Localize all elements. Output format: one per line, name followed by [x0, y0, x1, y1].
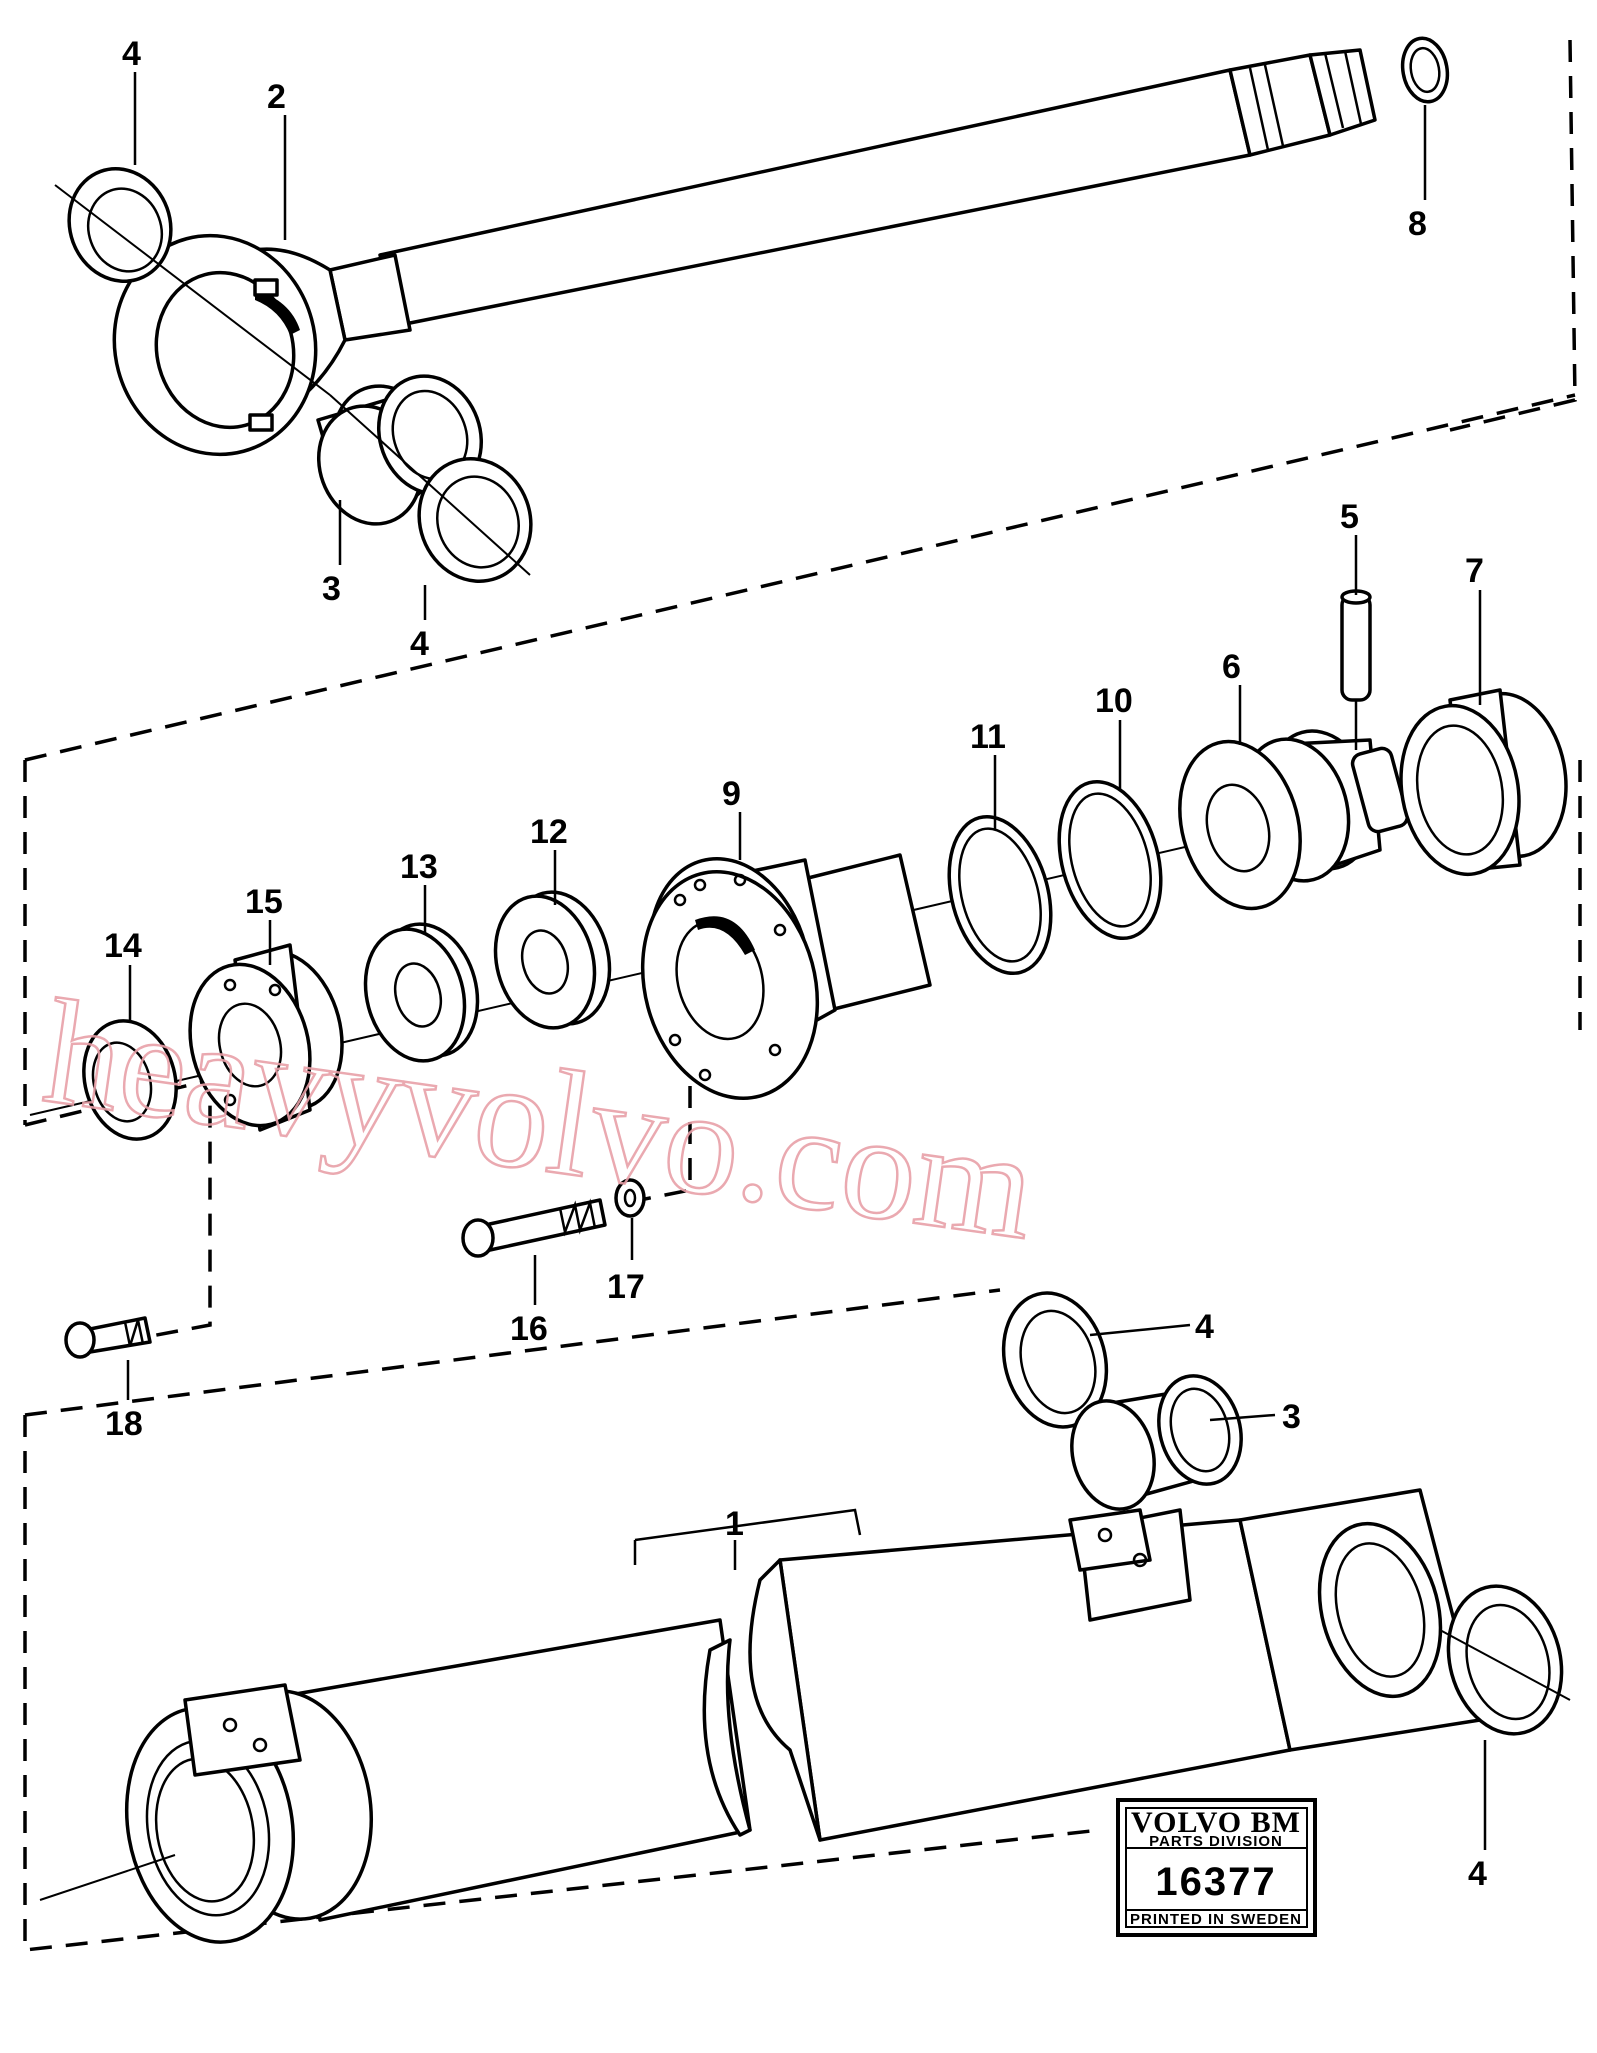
callout-11: 11: [970, 718, 1006, 756]
callout-14: 14: [104, 927, 142, 965]
parts-division-badge: VOLVO BM PARTS DIVISION 16377 PRINTED IN…: [1116, 1798, 1317, 1937]
seal-13: [363, 922, 480, 1063]
cylinder-head-15: [188, 943, 344, 1132]
callout-labels: 4 2 8 3 4 5 7 6 10 11 9 12 13 15 14 16 1…: [104, 35, 1487, 1893]
callout-17: 17: [607, 1268, 645, 1306]
callout-9: 9: [722, 775, 741, 813]
callout-3-bottom: 3: [1282, 1398, 1301, 1436]
callout-4-top-left: 4: [122, 35, 141, 73]
seal-12: [493, 890, 612, 1030]
piston-6: [1178, 729, 1410, 911]
cylinder-head-9: [640, 853, 932, 1100]
washer-17: [614, 1178, 646, 1218]
callout-7: 7: [1465, 552, 1484, 590]
callout-13: 13: [400, 848, 438, 886]
callout-1: 1: [725, 1505, 744, 1543]
callout-8: 8: [1408, 205, 1427, 243]
callout-16: 16: [510, 1310, 548, 1348]
badge-printed: PRINTED IN SWEDEN: [1130, 1911, 1302, 1928]
dashed-group-borders: [23, 39, 1582, 1952]
callout-6: 6: [1222, 648, 1241, 686]
callout-4-bottom-right: 4: [1468, 1855, 1487, 1893]
callout-2: 2: [267, 78, 286, 116]
callout-3-top: 3: [322, 570, 341, 608]
callout-4-top-center: 4: [410, 625, 429, 663]
snap-ring-4-top-left: [54, 167, 331, 396]
callout-10: 10: [1095, 682, 1133, 720]
o-ring-10: [1057, 779, 1163, 941]
piston-rod-assembly: [112, 48, 1377, 457]
o-ring-8: [1400, 36, 1450, 104]
bushing-3-bottom: [1070, 1374, 1243, 1511]
cylinder-barrel-1: [39, 1488, 1482, 1944]
screw-16: [461, 1198, 607, 1258]
callout-15: 15: [245, 883, 283, 921]
backup-ring-11: [947, 814, 1053, 976]
screw-18: [64, 1316, 152, 1359]
pin-5: [1340, 589, 1372, 750]
snap-ring-4-top-center: [329, 394, 533, 583]
snap-ring-4-bottom-right: [1439, 1584, 1571, 1736]
callout-12: 12: [530, 813, 568, 851]
snap-ring-4-bottom-center: [1001, 1291, 1109, 1429]
scraper-ring-14: [82, 1019, 178, 1141]
leader-lines: [126, 72, 1487, 1850]
badge-division: PARTS DIVISION: [1149, 1833, 1283, 1850]
callout-5: 5: [1340, 498, 1359, 536]
callout-18: 18: [105, 1405, 143, 1443]
badge-brand: VOLVO BM: [1131, 1806, 1301, 1839]
badge-number: 16377: [1155, 1860, 1276, 1904]
piston-seal-7: [1399, 688, 1568, 877]
callout-4-bottom-center: 4: [1195, 1308, 1214, 1346]
